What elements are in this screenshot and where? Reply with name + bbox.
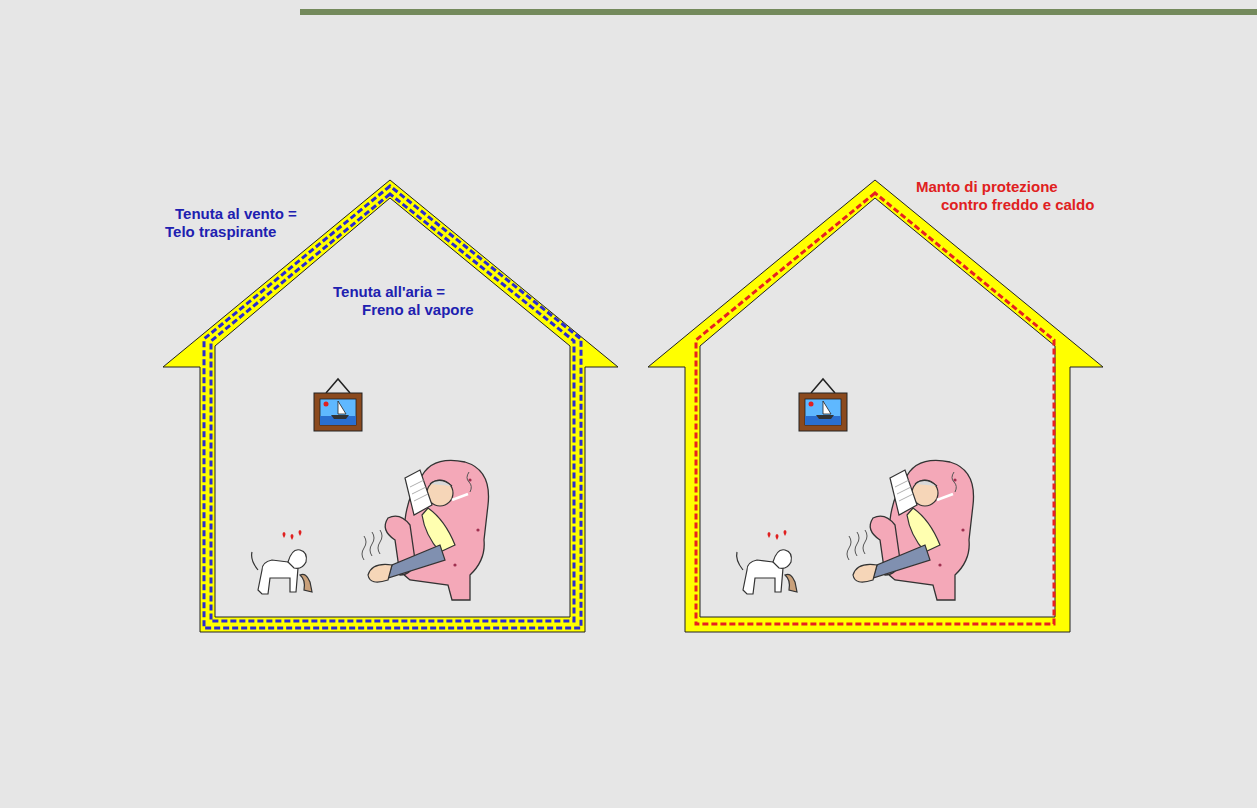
wind-barrier-line — [204, 186, 581, 628]
air-barrier-line — [211, 194, 574, 621]
annotation-label: Manto di protezione contro freddo e cald… — [916, 178, 1101, 214]
insulation-line — [696, 193, 1054, 624]
header-bar — [300, 9, 1257, 15]
annotation-label: Tenuta al vento = Telo traspirante — [165, 205, 310, 241]
house-left — [163, 180, 618, 632]
house-right — [648, 180, 1103, 632]
annotation-label: Tenuta all'aria = Freno al vapore — [333, 283, 487, 319]
